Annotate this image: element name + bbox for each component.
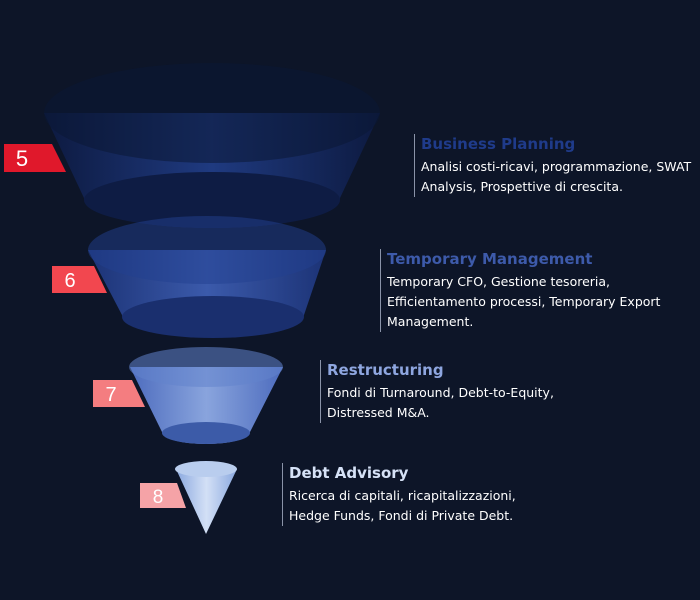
stage-6-title: Temporary Management xyxy=(387,249,687,269)
tab-8-number: 8 xyxy=(153,487,164,508)
stage-5-title: Business Planning xyxy=(421,134,700,154)
funnel-inner-7 xyxy=(162,422,250,444)
funnel-rim-5 xyxy=(44,63,380,163)
stage-8-description: Ricerca di capitali, ricapitalizzazioni,… xyxy=(289,486,559,526)
funnel-tier-5: 5 xyxy=(4,63,380,228)
stage-7-description: Fondi di Turnaround, Debt-to-Equity, Dis… xyxy=(327,383,587,423)
stage-5-description: Analisi costi-ricavi, programmazione, SW… xyxy=(421,157,700,197)
stage-8-title: Debt Advisory xyxy=(289,463,559,483)
tab-5 xyxy=(4,144,66,172)
stage-6-text: Temporary Management Temporary CFO, Gest… xyxy=(380,249,687,332)
funnel-rim-6 xyxy=(88,216,326,284)
funnel-body-8 xyxy=(176,469,237,534)
stage-8-text: Debt Advisory Ricerca di capitali, ricap… xyxy=(282,463,559,526)
funnel-tier-6: 6 xyxy=(52,216,326,338)
funnel-inner-6 xyxy=(122,296,304,338)
funnel-rim-8 xyxy=(175,461,237,477)
stage-5-text: Business Planning Analisi costi-ricavi, … xyxy=(414,134,700,197)
stage-6-description: Temporary CFO, Gestione tesoreria, Effic… xyxy=(387,272,687,332)
stage-7-title: Restructuring xyxy=(327,360,587,380)
tab-6-number: 6 xyxy=(64,270,75,292)
funnel-rim-7 xyxy=(129,347,283,387)
stage-7-text: Restructuring Fondi di Turnaround, Debt-… xyxy=(320,360,587,423)
funnel-tier-7: 7 xyxy=(93,347,283,444)
tab-7-number: 7 xyxy=(105,384,116,406)
tab-7 xyxy=(93,380,145,407)
tab-5-number: 5 xyxy=(16,146,28,171)
funnel-tier-8: 8 xyxy=(140,461,237,534)
